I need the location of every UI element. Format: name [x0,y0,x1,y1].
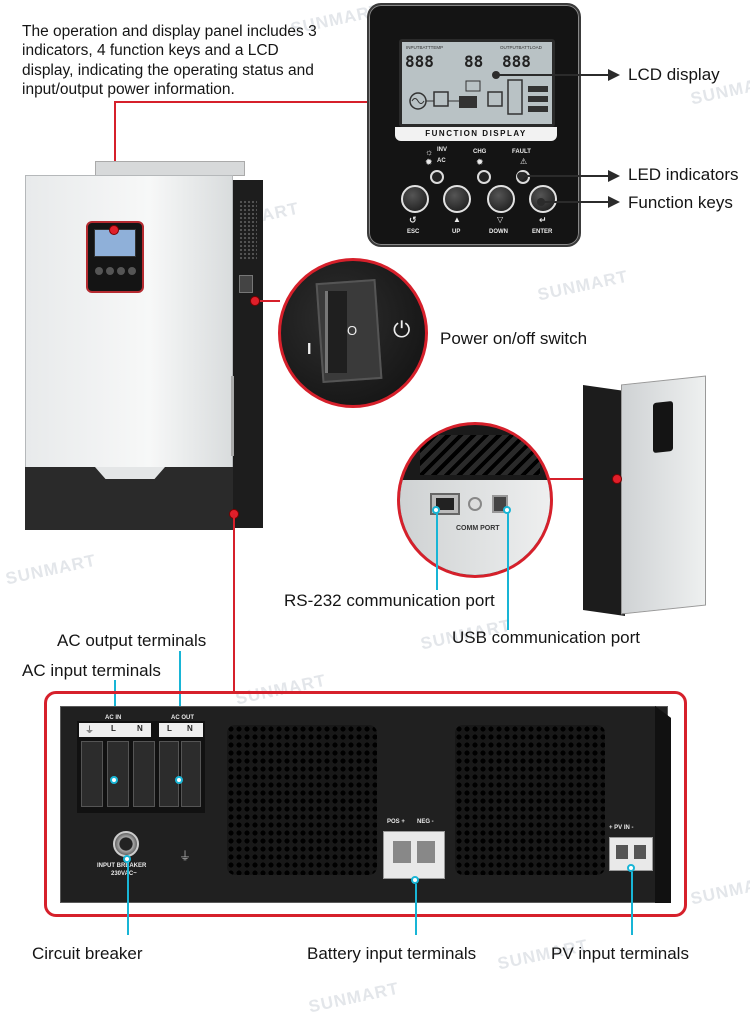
power-icon: ⏻ [393,317,411,342]
esc-key[interactable] [401,185,429,213]
key-label-up: UP [452,229,461,235]
battery-neg-label: NEG - [417,819,434,825]
ac-output-pointer-dot [175,776,183,784]
up-arrow-icon: ▲ [453,215,461,224]
lcd-caption: OUTPUTBATTLOAD [500,45,542,50]
bottom-panel-frame [44,691,687,917]
sun-icon: ☼ [425,147,434,157]
usb-pointer-dot [503,506,511,514]
lcd-digits: 88 [464,52,484,71]
ac-out-l-label: L [167,724,172,733]
lcd-caption: INPUTBATTTEMP [406,45,444,50]
ground-icon: ⏚ [179,849,192,863]
callout-led-indicators: LED indicators [628,165,739,184]
ac-out-label: AC OUT [171,715,194,721]
ac-input-pointer-dot [110,776,118,784]
connector-line [415,884,417,935]
power-switch-zoom: I O ⏻ [278,258,428,408]
unit-top-bracket [95,161,245,176]
up-key[interactable] [443,185,471,213]
callout-pv-input: PV input terminals [551,944,689,963]
key-label-down: DOWN [489,229,508,235]
watermark: SUNMART [306,978,401,1017]
connector-line [233,514,235,691]
callout-arrows [492,69,620,208]
ac-in-n-label: N [137,724,143,733]
pv-in-label: + PV IN - [609,825,634,831]
callout-function-keys: Function keys [628,193,733,212]
switch-on-mark: I [307,341,312,358]
description-line: input/output power information. [22,81,235,99]
ground-icon: ⏚ [85,725,95,735]
comm-port-zoom: COMM PORT [397,422,553,578]
callout-ac-output: AC output terminals [57,631,207,650]
lcd-digits: 888 [502,52,531,71]
comm-port-label: COMM PORT [456,525,500,532]
key-label-enter: ENTER [532,229,553,235]
control-panel: INPUTBATTTEMP OUTPUTBATTLOAD 888 88 888 … [367,3,581,247]
bottom-panel: AC IN AC OUT ⏚ L N L N INPUT BREAKER 230… [60,706,668,903]
breaker-rating: 230VAC~ [111,871,137,877]
connector-line [436,512,438,590]
description-line: The operation and display panel includes… [22,23,317,40]
lcd-pointer-dot [109,225,119,235]
ac-out-n-label: N [187,724,193,733]
lcd-digits: 888 [405,52,434,71]
connector-line [127,863,129,935]
switch-off-mark: O [347,323,358,338]
enter-icon: ↵ [539,215,547,225]
key-label-esc: ESC [407,229,420,235]
inverter-side-view [583,375,708,616]
unit-side-heatsink [233,180,263,528]
cooling-fan-grille [227,725,377,875]
cooling-fan-grille [455,725,605,875]
unit-bottom-base [25,467,233,530]
down-key[interactable] [487,185,515,213]
comm-pointer-dot [612,474,622,484]
led-label-inv: INV [437,147,448,153]
gear-icon: ✹ [425,157,433,167]
breaker-pointer-dot [123,855,131,863]
ac-in-label: AC IN [105,715,122,721]
connector-line [260,300,280,302]
breaker-label: INPUT BREAKER [97,863,147,869]
callout-lcd-display: LCD display [628,65,720,84]
callout-rs232-port: RS-232 communication port [284,591,495,610]
circuit-breaker-knob[interactable] [113,831,139,857]
led-label-chg: CHG [473,149,487,155]
description-line: indicators, 4 function keys and a LCD [22,42,279,60]
warning-icon: ⚠ [520,157,528,166]
panel-edge [655,706,671,903]
switch-pointer-dot [250,296,260,306]
connector-line [631,872,633,935]
esc-icon: ↺ [409,215,417,225]
description-text: The operation and display panel includes… [22,22,362,100]
connector-line [114,101,368,103]
led-label-ac: AC [437,158,446,164]
down-arrow-icon: ▽ [497,215,504,224]
rs232-pointer-dot [432,506,440,514]
pv-pointer-dot [627,864,635,872]
led-label-fault: FAULT [512,149,531,155]
charge-icon: ✹ [476,157,484,167]
led-indicator-chg [477,170,491,184]
callout-ac-input: AC input terminals [22,661,161,680]
callout-battery-input: Battery input terminals [307,944,477,963]
enter-key[interactable] [529,185,557,213]
lcd-screen: INPUTBATTTEMP OUTPUTBATTLOAD 888 88 888 [399,39,555,127]
callout-circuit-breaker: Circuit breaker [32,944,143,963]
function-display-banner: FUNCTION DISPLAY [395,127,557,141]
ac-in-l-label: L [111,724,116,733]
lcd-flow-diagram [409,79,548,115]
watermark: SUNMART [3,550,98,589]
callout-power-switch: Power on/off switch [440,329,588,348]
battery-pos-label: POS + [387,819,405,825]
connector-line [507,512,509,630]
led-indicator-ac [430,170,444,184]
watermark: SUNMART [535,266,630,305]
description-line: display, indicating the operating status… [22,61,314,79]
callout-usb-port: USB communication port [452,628,641,647]
watermark: SUNMART [688,870,750,909]
battery-pointer-dot [411,876,419,884]
